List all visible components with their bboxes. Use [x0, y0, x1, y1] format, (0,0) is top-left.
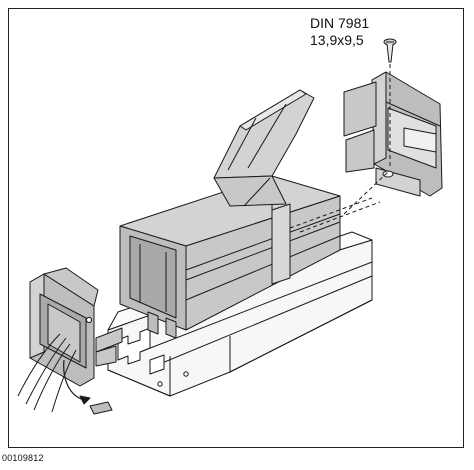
- screw-spec-name: DIN 7981: [310, 15, 370, 31]
- right-end-cap: [343, 71, 443, 197]
- cable-duct-body: [119, 175, 381, 339]
- screw-din-7981: [343, 38, 397, 215]
- screw-spec-size: 13,9x9,5: [310, 32, 364, 48]
- duct-lid: [213, 89, 315, 207]
- left-end-cap: [17, 267, 123, 415]
- figure-id: 00109812: [2, 453, 44, 463]
